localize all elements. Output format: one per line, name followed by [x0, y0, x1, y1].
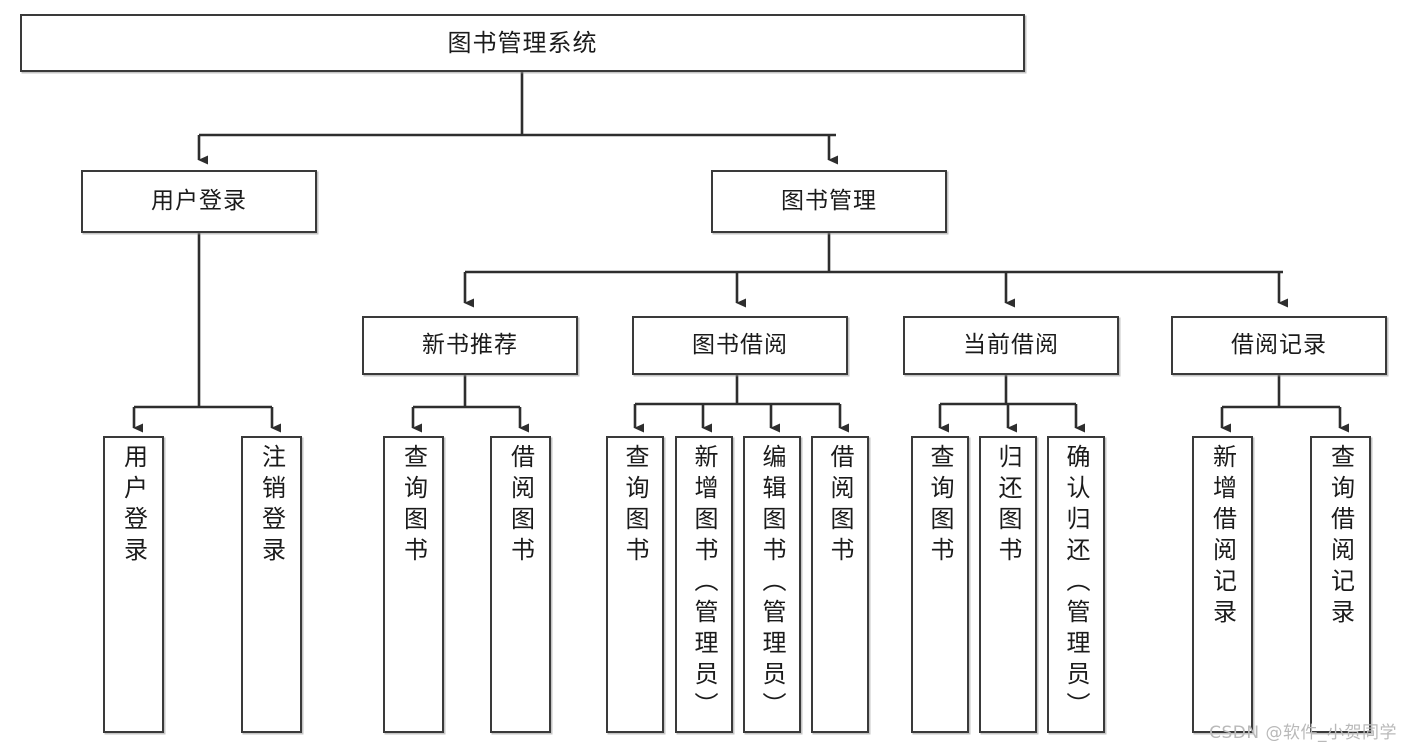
leaf-book-borrow-query[interactable]: 查询图书 [606, 436, 664, 733]
node-borrow-record[interactable]: 借阅记录 [1171, 316, 1387, 375]
node-label: 图书管理系统 [447, 28, 598, 57]
node-label: 用户登录 [119, 444, 148, 568]
node-label: 编辑图书（管理员） [758, 444, 786, 723]
node-book-borrow[interactable]: 图书借阅 [632, 316, 848, 375]
node-label: 新增图书（管理员） [690, 444, 718, 723]
node-label: 借阅图书 [826, 444, 854, 568]
leaf-book-borrow-borrow[interactable]: 借阅图书 [811, 436, 869, 733]
node-label: 注销登录 [257, 444, 286, 568]
node-label: 图书借阅 [692, 331, 788, 358]
node-label: 查询借阅记录 [1326, 444, 1355, 630]
leaf-new-book-borrow[interactable]: 借阅图书 [490, 436, 551, 733]
csdn-watermark: CSDN @软件_小贺同学 [1209, 723, 1397, 743]
node-label: 归还图书 [994, 444, 1022, 568]
node-root-system[interactable]: 图书管理系统 [20, 14, 1025, 72]
leaf-user-login-logout[interactable]: 注销登录 [241, 436, 302, 733]
leaf-borrow-record-query[interactable]: 查询借阅记录 [1310, 436, 1371, 733]
node-current-borrow[interactable]: 当前借阅 [903, 316, 1119, 375]
node-label: 新书推荐 [422, 331, 518, 358]
leaf-book-borrow-add[interactable]: 新增图书（管理员） [675, 436, 733, 733]
node-label: 借阅记录 [1231, 331, 1327, 358]
node-label: 借阅图书 [506, 444, 535, 568]
node-label: 新增借阅记录 [1208, 444, 1237, 630]
node-label: 图书管理 [781, 187, 877, 214]
leaf-current-borrow-return[interactable]: 归还图书 [979, 436, 1037, 733]
leaf-borrow-record-add[interactable]: 新增借阅记录 [1192, 436, 1253, 733]
leaf-current-borrow-query[interactable]: 查询图书 [911, 436, 969, 733]
leaf-book-borrow-edit[interactable]: 编辑图书（管理员） [743, 436, 801, 733]
node-new-book-recommend[interactable]: 新书推荐 [362, 316, 578, 375]
node-label: 查询图书 [399, 444, 428, 568]
node-label: 用户登录 [151, 187, 247, 214]
node-book-management[interactable]: 图书管理 [711, 170, 947, 233]
leaf-current-borrow-confirm-return[interactable]: 确认归还（管理员） [1047, 436, 1105, 733]
node-label: 查询图书 [621, 444, 649, 568]
node-user-login[interactable]: 用户登录 [81, 170, 317, 233]
node-label: 确认归还（管理员） [1062, 444, 1090, 723]
node-label: 当前借阅 [963, 331, 1059, 358]
leaf-new-book-query[interactable]: 查询图书 [383, 436, 444, 733]
node-label: 查询图书 [926, 444, 954, 568]
leaf-user-login-login[interactable]: 用户登录 [103, 436, 164, 733]
